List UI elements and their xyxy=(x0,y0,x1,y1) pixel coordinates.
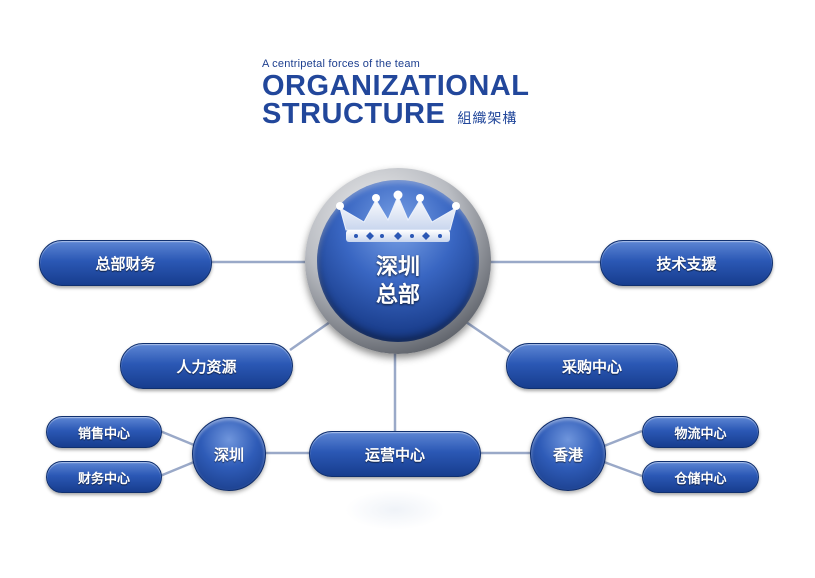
node-hr: 人力资源 xyxy=(120,343,293,389)
node-logistics-label: 物流中心 xyxy=(674,426,727,442)
node-finance-center-label: 财务中心 xyxy=(77,471,130,487)
node-warehouse-label: 仓储中心 xyxy=(674,471,727,487)
node-sales-label: 销售中心 xyxy=(77,426,130,442)
hub-label-line-2: 总部 xyxy=(375,283,420,308)
connector-hr xyxy=(289,320,331,352)
hub-label: 深圳 总部 xyxy=(317,254,479,310)
node-logistics: 物流中心 xyxy=(642,416,759,448)
connector-warehouse xyxy=(603,460,643,478)
node-warehouse: 仓储中心 xyxy=(642,461,759,493)
node-finance-hq: 总部财务 xyxy=(39,240,212,286)
node-hr-label: 人力资源 xyxy=(176,357,237,376)
title-line-2-row: STRUCTURE 組織架構 xyxy=(262,100,562,133)
node-procurement-label: 采购中心 xyxy=(561,357,622,376)
hub-label-line-1: 深圳 xyxy=(375,255,420,280)
connector-finance-center xyxy=(159,460,195,478)
node-finance-center: 财务中心 xyxy=(46,461,162,493)
crown-icon xyxy=(336,190,460,242)
node-finance-hq-label: 总部财务 xyxy=(95,254,156,273)
node-procurement: 采购中心 xyxy=(506,343,678,389)
node-sales: 销售中心 xyxy=(46,416,162,448)
tagline: A centripetal forces of the team xyxy=(262,58,421,70)
node-hongkong: 香港 xyxy=(530,417,606,491)
header: A centripetal forces of the team ORGANIZ… xyxy=(262,58,562,133)
connector-procurement xyxy=(465,320,511,354)
connector-sales xyxy=(159,429,195,447)
title-line-2: STRUCTURE xyxy=(262,98,446,130)
connector-logistics xyxy=(603,429,643,448)
title-chinese: 組織架構 xyxy=(457,111,518,127)
node-shenzhen: 深圳 xyxy=(192,417,266,491)
node-tech-support-label: 技术支援 xyxy=(656,254,717,273)
reflection-decoration xyxy=(345,490,445,530)
node-shenzhen-label: 深圳 xyxy=(213,445,244,464)
node-operations-label: 运营中心 xyxy=(364,445,425,464)
node-operations: 运营中心 xyxy=(309,431,481,477)
title-line-1: ORGANIZATIONAL xyxy=(262,70,530,102)
node-tech-support: 技术支援 xyxy=(600,240,773,286)
node-hongkong-label: 香港 xyxy=(552,445,583,464)
